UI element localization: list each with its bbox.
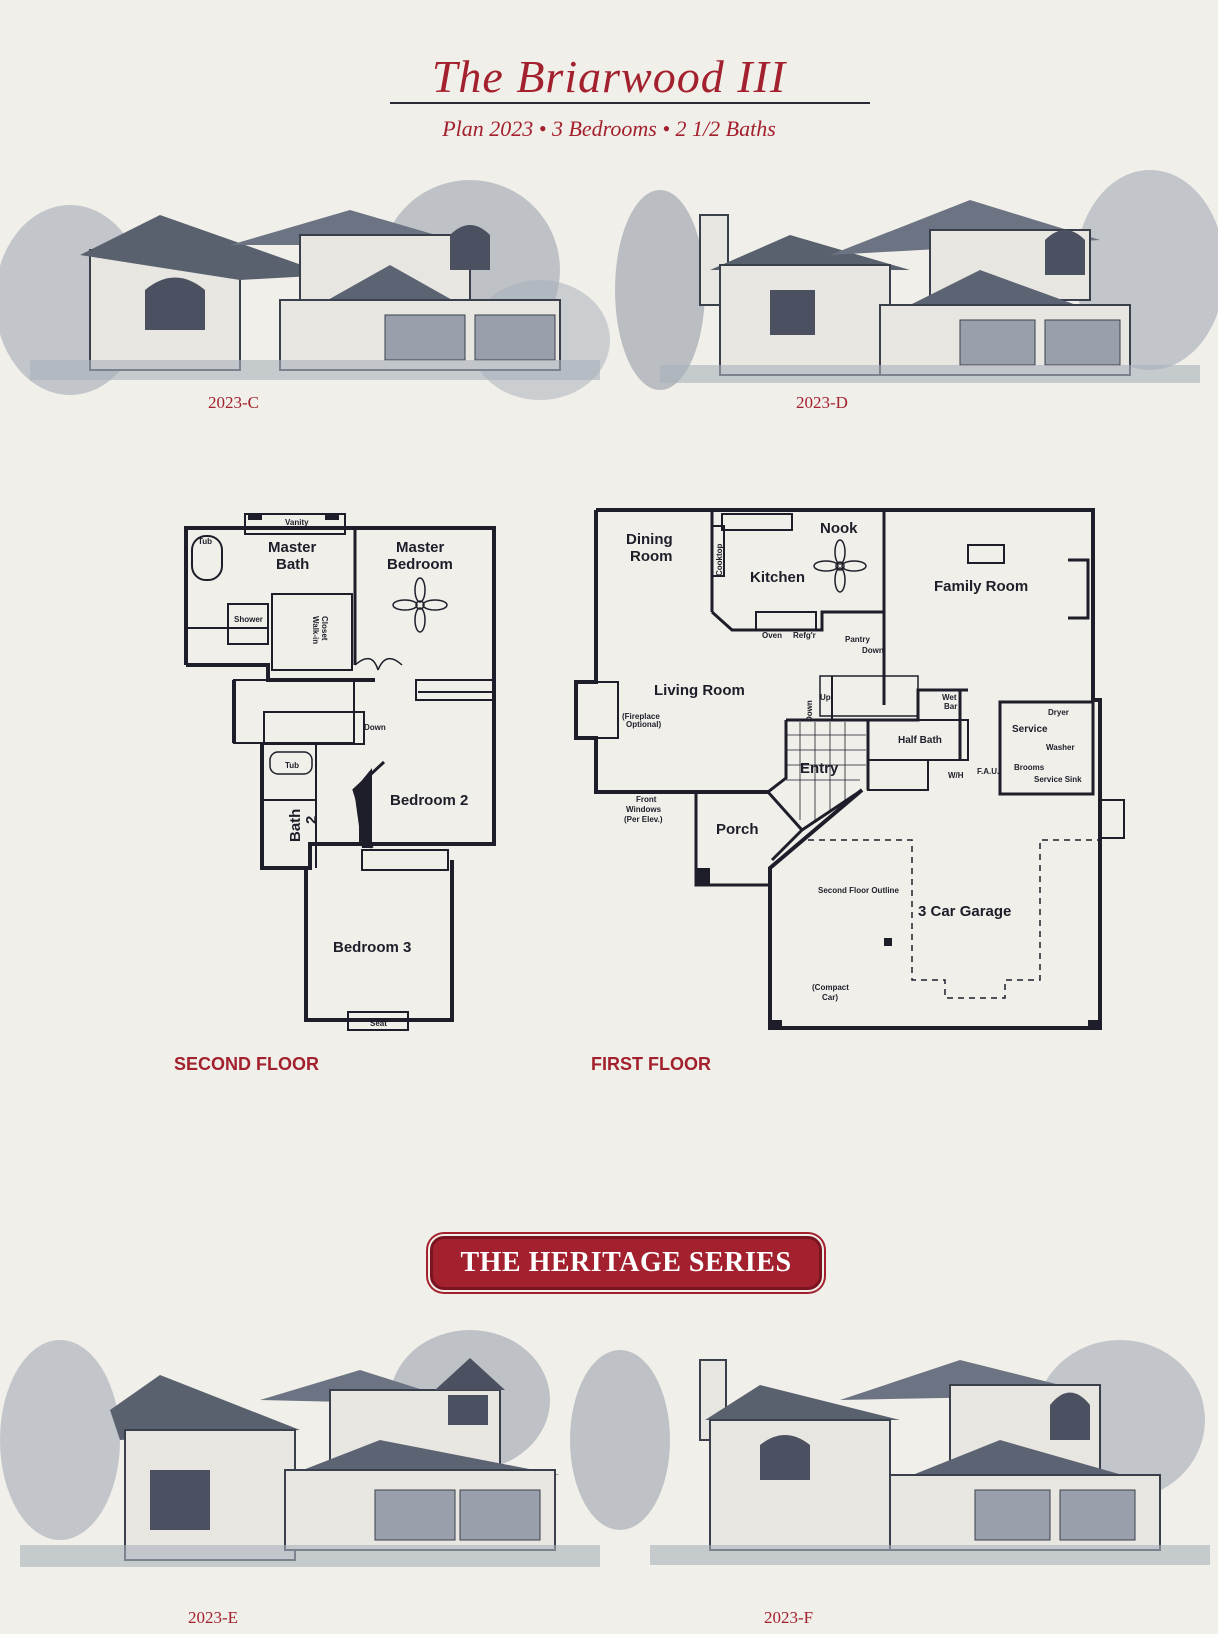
label-linen: Linen xyxy=(363,809,372,830)
label-tub-2: Tub xyxy=(285,761,299,770)
entry-tile-grid xyxy=(786,722,866,822)
label-fau: F.A.U. xyxy=(977,767,999,776)
elevation-label-d: 2023-D xyxy=(796,393,848,412)
first-floor-fixtures xyxy=(696,868,1100,1030)
label-service-sink: Service Sink xyxy=(1034,775,1082,784)
label-master-bedroom-1: Master xyxy=(396,539,445,556)
elevation-2023-d-illustration xyxy=(615,170,1218,390)
heritage-series-badge: THE HERITAGE SERIES xyxy=(430,1236,822,1290)
label-dryer: Dryer xyxy=(1048,708,1069,717)
label-bath2-1: Bath xyxy=(287,809,304,842)
label-living-room: Living Room xyxy=(654,682,745,699)
label-garage: 3 Car Garage xyxy=(918,903,1011,920)
label-wet-bar-2: Bar xyxy=(944,702,957,711)
label-fireplace-1: (Fireplace xyxy=(622,712,660,721)
label-family-room: Family Room xyxy=(934,578,1028,595)
elevation-label-e: 2023-E xyxy=(188,1608,239,1627)
label-compact-1: (Compact xyxy=(812,983,849,992)
label-down-second: Down xyxy=(364,723,386,732)
first-floor-label: FIRST FLOOR xyxy=(591,1054,711,1074)
label-seat: Seat xyxy=(370,1019,387,1028)
label-dining-2: Room xyxy=(630,548,673,565)
label-oven: Oven xyxy=(762,631,782,640)
label-master-bath-2: Bath xyxy=(276,556,309,573)
second-floor-fixtures xyxy=(248,514,372,848)
label-up: Up xyxy=(820,693,831,702)
label-shower: Shower xyxy=(234,615,263,624)
label-second-floor-outline: Second Floor Outline xyxy=(818,886,899,895)
elevation-2023-e-illustration xyxy=(0,1330,600,1567)
bottom-elevations xyxy=(0,1330,1210,1567)
label-master-bath-1: Master xyxy=(268,539,317,556)
label-entry: Entry xyxy=(800,760,839,777)
label-half-bath: Half Bath xyxy=(898,735,942,746)
elevation-2023-c-illustration xyxy=(0,180,610,400)
label-compact-2: Car) xyxy=(822,993,838,1002)
label-tub: Tub xyxy=(198,537,212,546)
label-wet-bar-1: Wet xyxy=(942,693,957,702)
first-floor-plan xyxy=(574,508,1125,1030)
elevation-2023-f-illustration xyxy=(570,1340,1210,1565)
label-front-windows-3: (Per Elev.) xyxy=(624,815,663,824)
label-wh: W/H xyxy=(948,771,964,780)
label-bath2-2: 2 xyxy=(303,816,320,824)
label-vanity: Vanity xyxy=(285,518,309,527)
label-refrig: Refg'r xyxy=(793,631,816,640)
label-brooms: Brooms xyxy=(1014,763,1045,772)
label-front-windows-2: Windows xyxy=(626,805,662,814)
label-washer: Washer xyxy=(1046,743,1075,752)
label-down-entry: Down xyxy=(805,700,814,722)
label-nook: Nook xyxy=(820,520,858,537)
label-service: Service xyxy=(1012,724,1048,735)
label-front-windows-1: Front xyxy=(636,795,657,804)
label-bedroom-2: Bedroom 2 xyxy=(390,792,468,809)
label-porch: Porch xyxy=(716,821,759,838)
floor-plans: Tub Vanity Master Bath Master Bedroom Sh… xyxy=(184,508,1125,1031)
title-divider xyxy=(390,102,870,104)
label-master-bedroom-2: Bedroom xyxy=(387,556,453,573)
garage-second-floor-outline xyxy=(808,839,1100,999)
second-floor-label: SECOND FLOOR xyxy=(174,1054,320,1074)
label-pantry: Pantry xyxy=(845,635,870,644)
label-dining-1: Dining xyxy=(626,531,673,548)
plan-subtitle: Plan 2023 • 3 Bedrooms • 2 1/2 Baths xyxy=(442,116,776,141)
label-walk-in-2: Closet xyxy=(320,616,329,641)
kitchen-fan-icon xyxy=(813,539,867,593)
label-kitchen: Kitchen xyxy=(750,569,805,586)
second-floor-plan xyxy=(184,513,496,1031)
label-down-kitchen: Down xyxy=(862,646,884,655)
label-cooktop: Cooktop xyxy=(715,543,724,576)
label-fireplace-2: Optional) xyxy=(626,720,661,729)
elevation-label-c: 2023-C xyxy=(208,393,259,412)
label-walk-in-1: Walk-in xyxy=(311,616,320,644)
label-bedroom-3: Bedroom 3 xyxy=(333,939,411,956)
ceiling-fan-icon xyxy=(392,577,448,633)
plan-title: The Briarwood III xyxy=(431,51,787,102)
top-elevations xyxy=(0,170,1218,400)
elevation-label-f: 2023-F xyxy=(764,1608,814,1627)
